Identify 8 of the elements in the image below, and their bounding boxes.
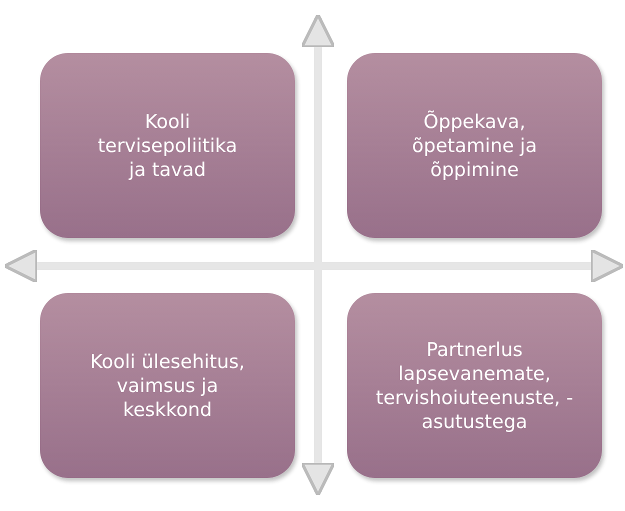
quadrant-box [40,293,295,478]
quadrant-box [347,53,602,238]
quadrant-box [347,293,602,478]
quadrant-label: Partnerlus lapsevanemate, tervishoiuteenuste, - asutustega [374,338,574,434]
quadrant-label: Kooli ülesehitus, vaimsus ja keskkond [89,350,246,422]
quadrant-label: Kooli tervisepoliitika ja tavad [96,110,238,182]
quadrant-label: Õppekava, õpetamine ja õppimine [411,110,538,182]
quadrant-box [40,53,295,238]
